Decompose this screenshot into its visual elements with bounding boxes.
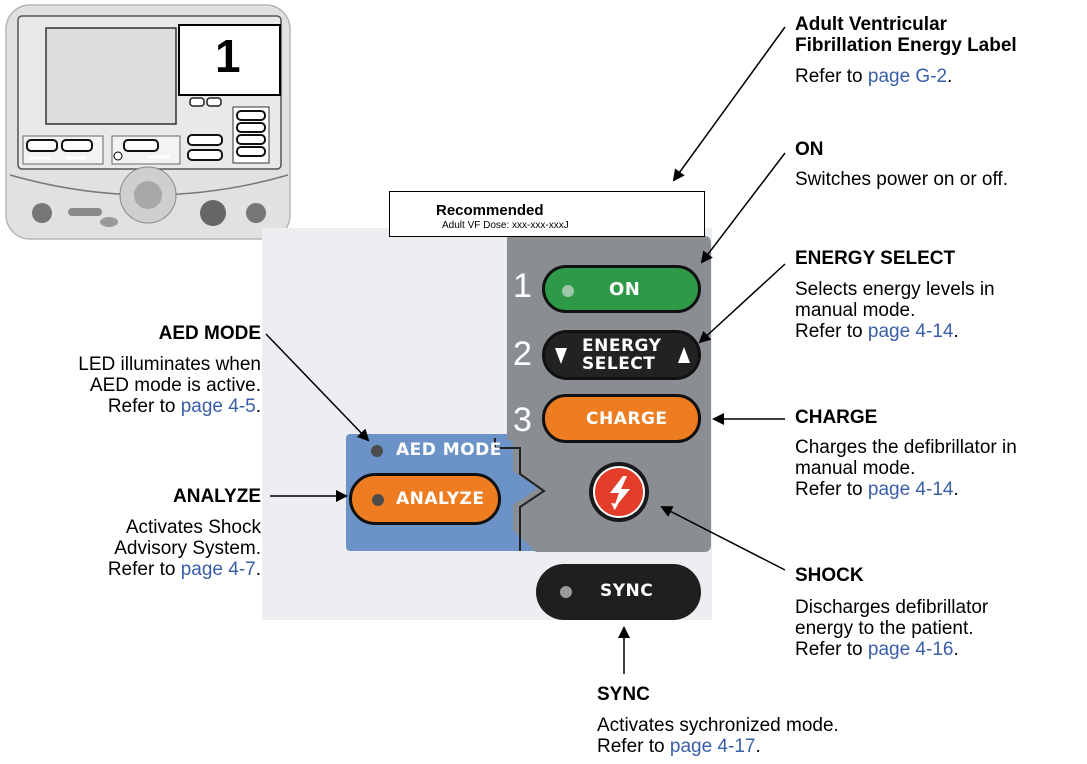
analyze-callout-ref: Refer to page 4-7. <box>108 559 261 580</box>
charge-label: CHARGE <box>586 409 668 429</box>
sticker-heading: Recommended <box>436 202 544 219</box>
energy-select-label-line1: ENERGY <box>582 336 662 356</box>
sync-callout-line1: Activates sychronized mode. <box>597 715 839 736</box>
shock-callout-line1: Discharges defibrillator <box>795 597 989 618</box>
charge-callout-line1: Charges the defibrillator in <box>795 437 1017 458</box>
step-number-3: 3 <box>513 401 532 439</box>
sync-label: SYNC <box>600 581 654 601</box>
energy-select-button[interactable]: ENERGY SELECT <box>542 330 701 380</box>
refer-text: Refer to <box>795 66 868 87</box>
analyze-led <box>372 494 384 506</box>
refer-text: Refer to <box>107 559 181 580</box>
refer-text: Refer to <box>107 396 181 417</box>
analyze-callout-title: ANALYZE <box>173 486 261 507</box>
period: . <box>953 479 959 500</box>
on-callout-title: ON <box>795 139 824 160</box>
on-callout-text: Switches power on or off. <box>795 169 1008 190</box>
aed-mode-callout-ref: Refer to page 4-5. <box>108 396 261 417</box>
charge-callout-line2: manual mode. <box>795 458 916 479</box>
page-link-g2[interactable]: page G-2 <box>867 66 948 87</box>
shock-callout-line2: energy to the patient. <box>795 618 974 639</box>
period: . <box>255 559 261 580</box>
page-link-4-7[interactable]: page 4-7 <box>180 559 256 580</box>
charge-callout-title: CHARGE <box>795 407 878 428</box>
energy-select-callout-ref: Refer to page 4-14. <box>795 321 959 342</box>
energy-select-callout-line2: manual mode. <box>795 300 916 321</box>
sticker-dose-text: Adult VF Dose: xxx-xxx-xxxJ <box>442 220 569 231</box>
shock-button-face <box>593 466 645 518</box>
charge-callout-ref: Refer to page 4-14. <box>795 479 959 500</box>
period: . <box>947 66 953 87</box>
page-link-4-5[interactable]: page 4-5 <box>180 396 256 417</box>
aed-mode-callout-line2: AED mode is active. <box>89 375 261 396</box>
step-number-1: 1 <box>513 267 532 305</box>
period: . <box>953 321 959 342</box>
on-label: ON <box>609 279 641 300</box>
aed-mode-callout-title: AED MODE <box>158 323 261 344</box>
vf-label-title-line1: Adult Ventricular <box>795 14 948 35</box>
step-number-2: 2 <box>513 335 532 373</box>
sync-callout-ref: Refer to page 4-17. <box>597 736 761 757</box>
page-link-4-17[interactable]: page 4-17 <box>669 736 756 757</box>
analyze-label: ANALYZE <box>396 489 485 509</box>
period: . <box>255 396 261 417</box>
refer-text: Refer to <box>795 639 868 660</box>
lightning-bolt-icon <box>610 476 630 510</box>
period: . <box>953 639 959 660</box>
analyze-callout-line2: Advisory System. <box>114 538 261 559</box>
analyze-button[interactable]: ANALYZE <box>349 473 501 525</box>
vf-label-description: Refer to page G-2. <box>795 66 952 87</box>
module-number: 1 <box>215 30 241 82</box>
aed-mode-callout-line1: LED illuminates when <box>78 354 261 375</box>
page-link-4-16[interactable]: page 4-16 <box>867 639 954 660</box>
on-button[interactable]: ON <box>542 265 701 313</box>
on-led <box>562 285 574 297</box>
refer-text: Refer to <box>597 736 670 757</box>
aed-mode-led <box>371 445 383 457</box>
analyze-callout-line1: Activates Shock <box>125 517 261 538</box>
shock-callout-ref: Refer to page 4-16. <box>795 639 959 660</box>
page-link-4-14[interactable]: page 4-14 <box>867 479 954 500</box>
vf-label-title-line2: Fibrillation Energy Label <box>795 35 1017 56</box>
device-thumbnail <box>5 4 291 240</box>
charge-button[interactable]: CHARGE <box>542 394 701 443</box>
energy-select-callout-title: ENERGY SELECT <box>795 248 956 269</box>
page-link-4-14[interactable]: page 4-14 <box>867 321 954 342</box>
refer-text: Refer to <box>795 479 868 500</box>
shock-button[interactable] <box>589 462 649 522</box>
sync-callout-title: SYNC <box>597 684 650 705</box>
vf-energy-label-sticker: Recommended Adult VF Dose: xxx-xxx-xxxJ <box>389 191 705 237</box>
energy-select-callout-line1: Selects energy levels in <box>795 279 995 300</box>
sync-led <box>560 586 572 598</box>
energy-down-icon[interactable] <box>555 348 567 364</box>
refer-text: Refer to <box>795 321 868 342</box>
energy-up-icon[interactable] <box>678 347 690 363</box>
energy-select-label-line2: SELECT <box>582 354 656 374</box>
aed-mode-label: AED MODE <box>396 440 502 460</box>
period: . <box>755 736 761 757</box>
shock-callout-title: SHOCK <box>795 565 864 586</box>
sync-button[interactable]: SYNC <box>536 564 701 620</box>
